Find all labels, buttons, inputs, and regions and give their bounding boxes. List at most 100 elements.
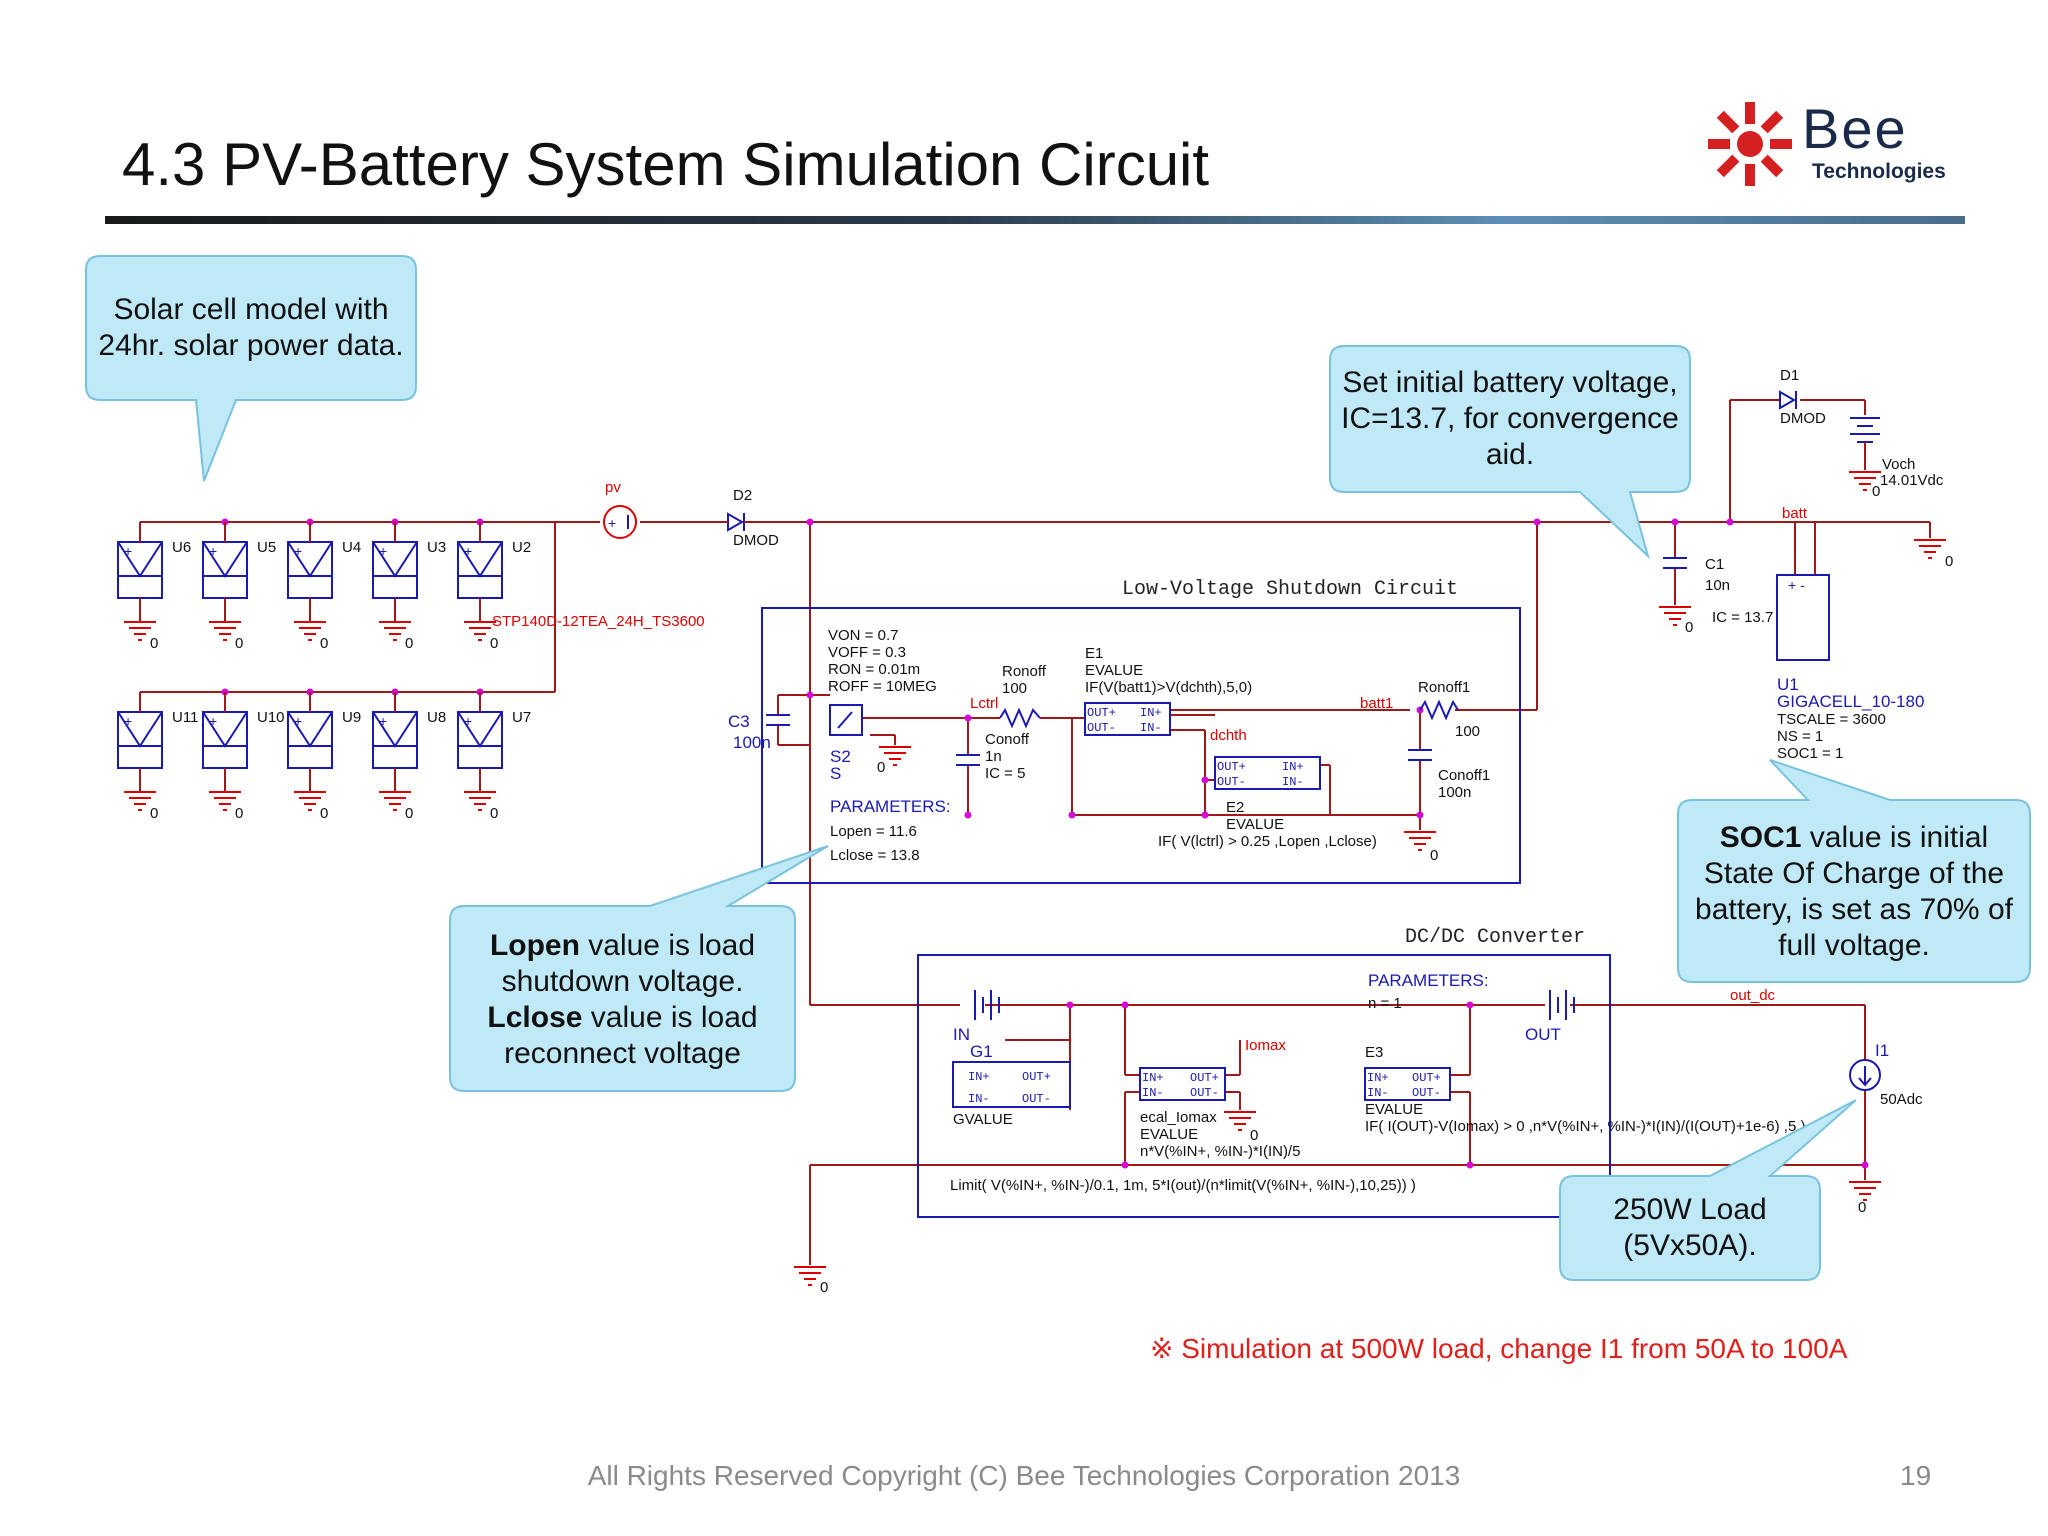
solar-panel-row-bottom: U11 U10 U9 U8 U7 <box>117 691 531 793</box>
simulation-note: ※ Simulation at 500W load, change I1 fro… <box>1150 1333 1848 1364</box>
d2-name: D2 <box>733 487 752 504</box>
e1-expr: IF(V(batt1)>V(dchth),5,0) <box>1085 679 1252 696</box>
ground-label: 0 <box>820 1279 828 1296</box>
panel-label: U7 <box>512 709 531 726</box>
limit-expr: Limit( V(%IN+, %IN-)/0.1, 1m, 5*I(out)/(… <box>950 1177 1416 1194</box>
footer-copyright: All Rights Reserved Copyright (C) Bee Te… <box>587 1460 1461 1491</box>
d1-model: DMOD <box>1780 410 1826 427</box>
panel-label: U6 <box>172 539 191 556</box>
ground-label: 0 <box>320 805 328 822</box>
g1-type: GVALUE <box>953 1111 1013 1128</box>
diode-d2-icon <box>720 512 760 532</box>
e2-name: E2 <box>1226 799 1244 816</box>
pin-label: IN- <box>1142 1086 1164 1100</box>
in-label: IN <box>953 1025 970 1044</box>
i1-value: 50Adc <box>1880 1091 1923 1108</box>
pin-label: OUT+ <box>1087 706 1116 720</box>
ground-label: 0 <box>405 805 413 822</box>
ground-label: 0 <box>490 805 498 822</box>
i1-name: I1 <box>1875 1041 1889 1060</box>
batt-net-label: batt <box>1782 505 1808 522</box>
panel-label: U2 <box>512 539 531 556</box>
pin-label: IN+ <box>968 1070 990 1084</box>
d2-model: DMOD <box>733 532 779 549</box>
ground-label: 0 <box>1685 619 1693 636</box>
lclose-param: Lclose = 13.8 <box>830 847 920 864</box>
callout-lopen-lclose: Lopen value is load shutdown voltage. Lc… <box>449 845 829 1092</box>
ground-label: 0 <box>1872 483 1880 500</box>
e1-name: E1 <box>1085 645 1103 662</box>
pin-label: IN+ <box>1282 760 1304 774</box>
s2-type: S <box>830 764 841 783</box>
pin-label: OUT- <box>1190 1086 1219 1100</box>
diode-d1-icon <box>1779 390 1797 410</box>
pin-label: OUT+ <box>1022 1070 1051 1084</box>
lvsd-params-header: PARAMETERS: <box>830 797 951 816</box>
svg-text:+: + <box>608 515 616 531</box>
c3-name: C3 <box>728 712 750 731</box>
pin-label: IN- <box>1367 1086 1389 1100</box>
e1-block <box>1084 702 1171 736</box>
pin-label: OUT- <box>1217 775 1246 789</box>
ronoff-name: Ronoff <box>1002 663 1047 680</box>
panel-label: U9 <box>342 709 361 726</box>
logo-sub: Technologies <box>1812 160 1946 183</box>
c3-value: 100n <box>733 733 771 752</box>
c1-name: C1 <box>1705 556 1724 573</box>
n-param: n = 1 <box>1368 995 1402 1012</box>
ground-label: 0 <box>1945 553 1953 570</box>
d1-name: D1 <box>1780 367 1799 384</box>
ground-label: 0 <box>150 805 158 822</box>
dcdc-title: DC/DC Converter <box>1405 926 1585 949</box>
e1-type: EVALUE <box>1085 662 1143 679</box>
lopen-desc: value is load shutdown voltage. <box>501 929 756 998</box>
callout-lopen-text: Lopen value is load shutdown voltage. Lc… <box>450 906 795 1091</box>
c1-value: 10n <box>1705 577 1730 594</box>
ground-label: 0 <box>1430 847 1438 864</box>
svg-text:+ -: + - <box>1788 577 1805 593</box>
e3-block <box>1364 1067 1451 1101</box>
pin-label: OUT+ <box>1217 760 1246 774</box>
ronoff1-value: 100 <box>1455 723 1480 740</box>
callout-load-text: 250W Load (5Vx50A). <box>1613 1193 1767 1262</box>
batt1-net: batt1 <box>1360 695 1393 712</box>
slide-title: 4.3 PV-Battery System Simulation Circuit <box>122 131 1210 198</box>
lclose-bold: Lclose <box>487 1001 583 1034</box>
pin-label: OUT+ <box>1412 1071 1441 1085</box>
e2-type: EVALUE <box>1226 816 1284 833</box>
in-source-icon <box>974 990 1000 1020</box>
pin-label: IN- <box>1282 775 1304 789</box>
bee-technologies-logo: Bee Technologies <box>1708 98 1946 186</box>
pin-label: IN+ <box>1140 706 1162 720</box>
pin-label: OUT- <box>1087 721 1116 735</box>
conoff1-value: 100n <box>1438 784 1471 801</box>
e3-name: E3 <box>1365 1044 1383 1061</box>
soc1-bold: SOC1 <box>1719 821 1802 854</box>
dc-source-icon <box>1850 417 1880 470</box>
c1-ic: IC = 13.7 <box>1712 609 1773 626</box>
voch-value: 14.01Vdc <box>1880 472 1944 489</box>
out-label: OUT <box>1525 1025 1561 1044</box>
callout-soc1: SOC1 value is initial State Of Charge of… <box>1677 759 2031 983</box>
s2-name: S2 <box>830 747 851 766</box>
ecal-iomax-block <box>1139 1067 1226 1101</box>
sunburst-icon <box>1708 102 1792 186</box>
dcdc-params-header: PARAMETERS: <box>1368 971 1489 990</box>
out-dc-net: out_dc <box>1730 987 1776 1004</box>
lvsd-box <box>761 607 1521 884</box>
pin-label: OUT- <box>1022 1092 1051 1106</box>
ground-label: 0 <box>235 635 243 652</box>
e3-type: EVALUE <box>1365 1101 1423 1118</box>
iomax-net: Iomax <box>1245 1037 1286 1054</box>
u1-tscale: TSCALE = 3600 <box>1777 711 1886 728</box>
e2-block <box>1214 756 1321 790</box>
conoff1-name: Conoff1 <box>1438 767 1490 784</box>
ronoff1-name: Ronoff1 <box>1418 679 1470 696</box>
g1-name: G1 <box>970 1042 993 1061</box>
switch-param: VOFF = 0.3 <box>828 644 906 661</box>
conoff-ic: IC = 5 <box>985 765 1025 782</box>
switch-param: VON = 0.7 <box>828 627 898 644</box>
logo-word: Bee <box>1802 98 1908 160</box>
lopen-param: Lopen = 11.6 <box>830 823 917 840</box>
switch-param: RON = 0.01m <box>828 661 920 678</box>
